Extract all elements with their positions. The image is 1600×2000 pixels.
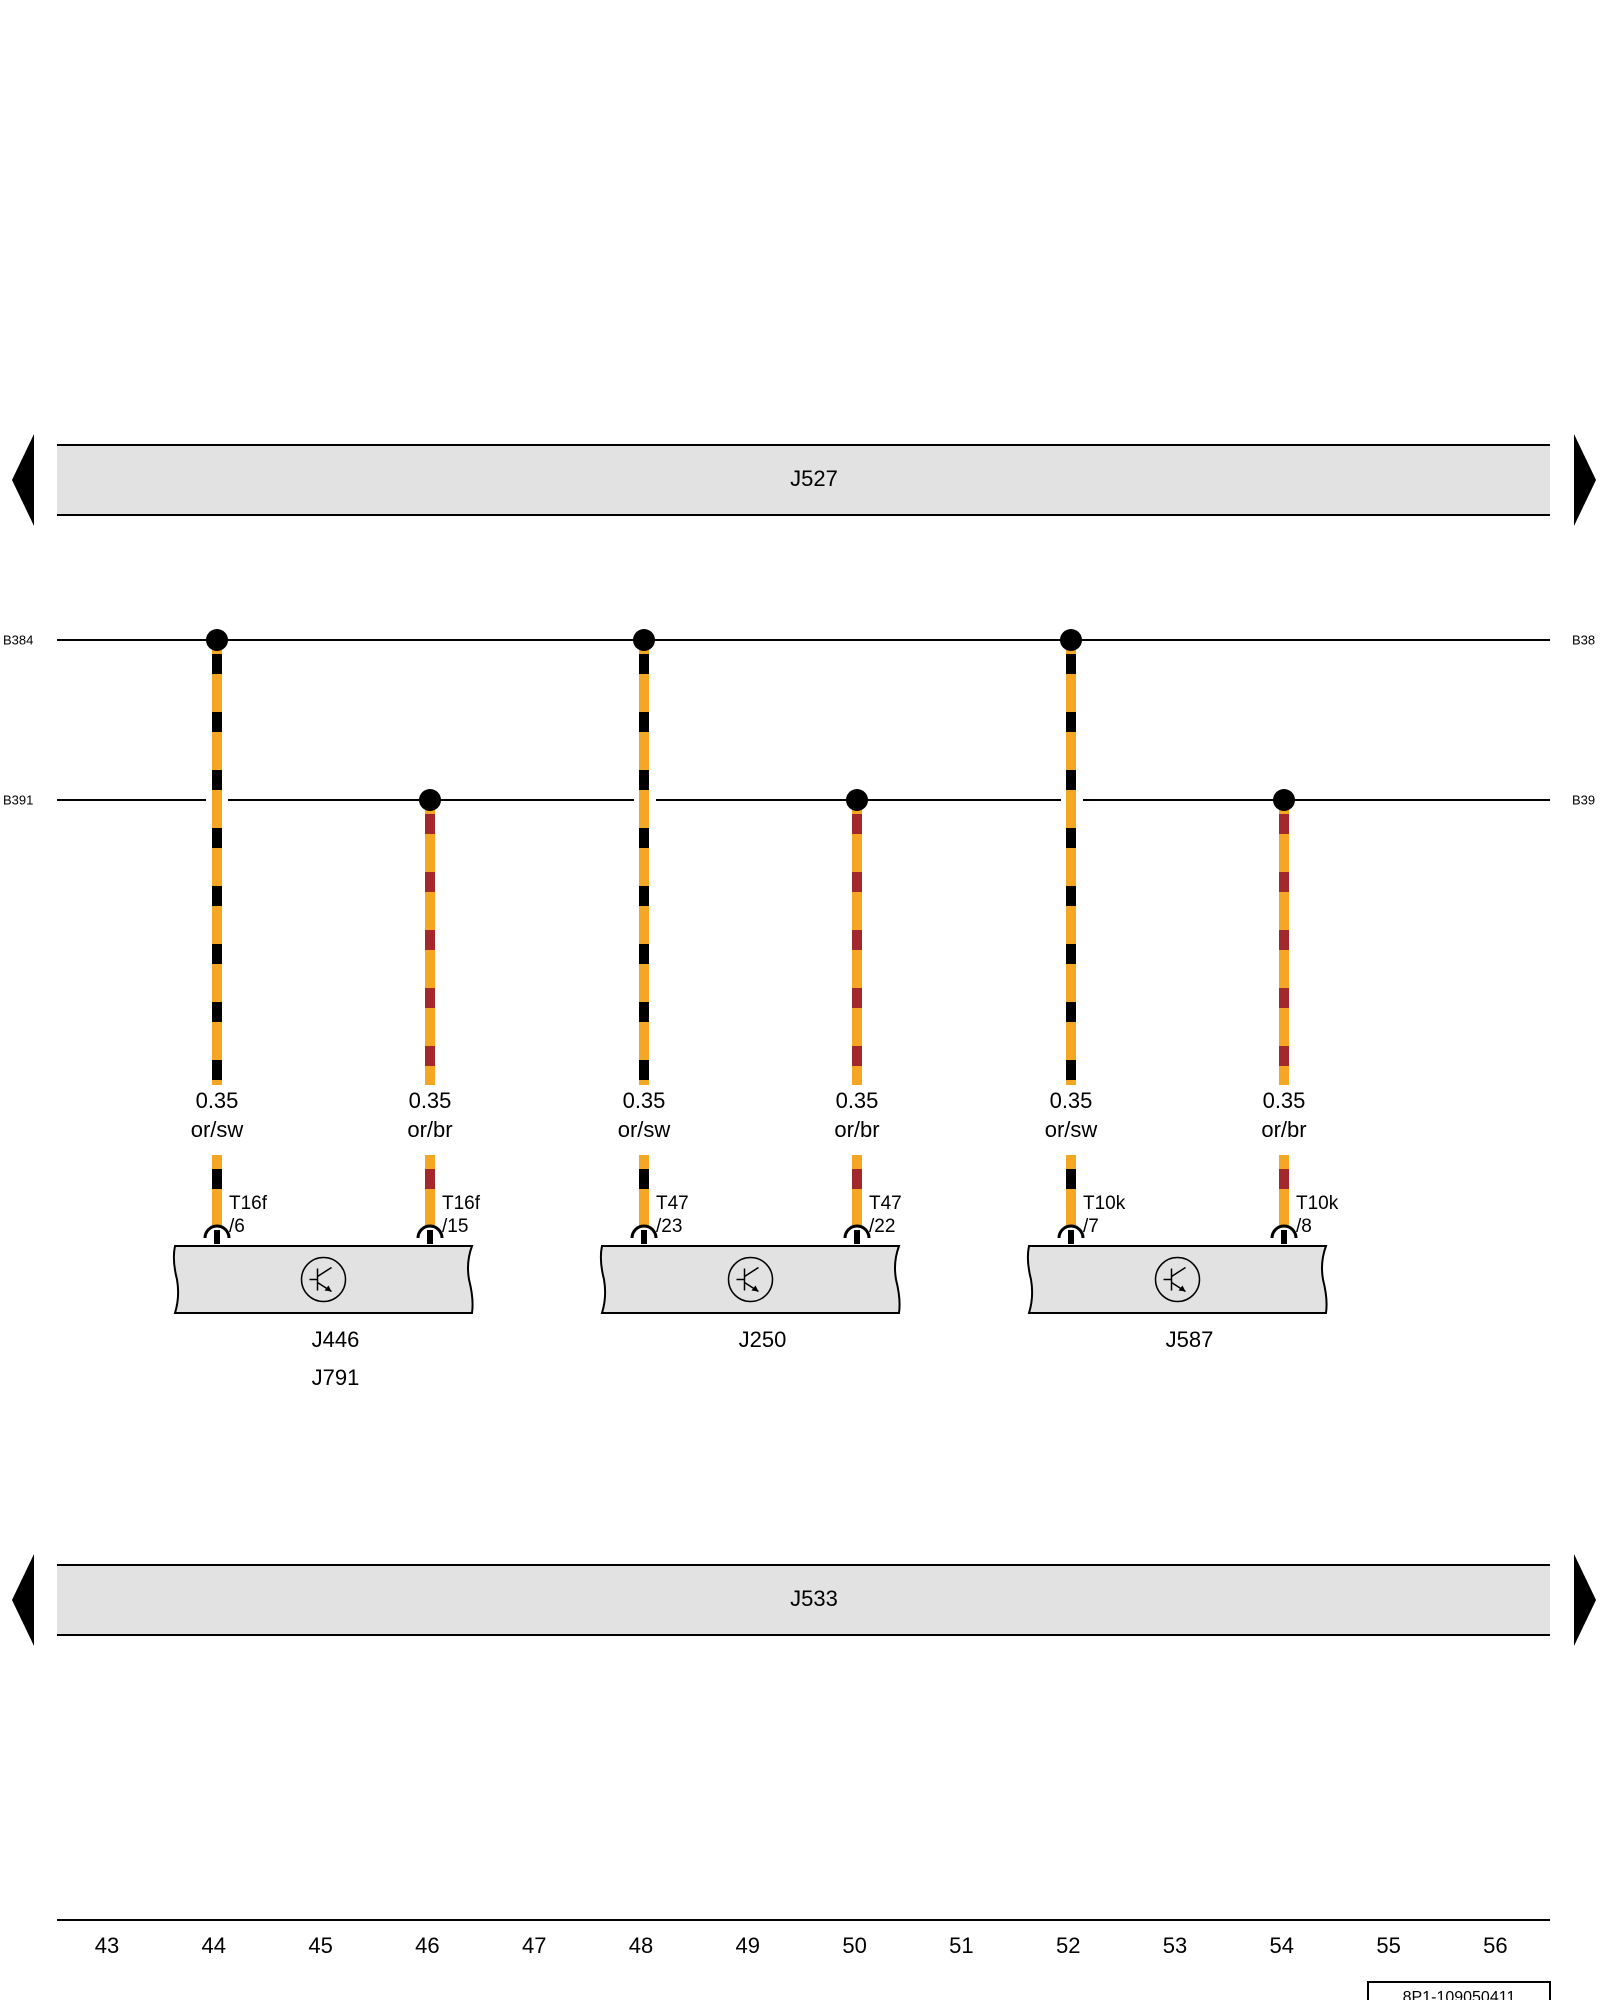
connector-pin-label: /22 [869, 1216, 895, 1237]
arrow-right-icon [1574, 1554, 1596, 1646]
wire-gauge-label: 0.35 [409, 1088, 452, 1113]
column-number: 53 [1163, 1933, 1187, 1958]
connector-pin-label: /7 [1083, 1216, 1099, 1237]
junction-dot [846, 789, 868, 811]
arrow-left-icon [12, 434, 34, 526]
wire-color-label: or/br [834, 1117, 879, 1142]
junction-dot [1060, 629, 1082, 651]
doc-number: 8P1-109050411 [1403, 1989, 1516, 2000]
junction-dot [206, 629, 228, 651]
wire-gauge-label: 0.35 [836, 1088, 879, 1113]
wire-gauge-label: 0.35 [196, 1088, 239, 1113]
line-b384-label-left: B384 [3, 632, 33, 647]
connector-label: T16f [442, 1193, 481, 1214]
module-label: J791 [312, 1365, 360, 1390]
transistor-icon [1154, 1256, 1201, 1303]
column-number: 55 [1376, 1933, 1400, 1958]
connector-label: T47 [869, 1193, 902, 1214]
control-module-box [1026, 1245, 1328, 1314]
wire-gauge-label: 0.35 [1050, 1088, 1093, 1113]
connector-terminal-icon [843, 1224, 871, 1244]
column-number: 50 [842, 1933, 866, 1958]
control-module-box [172, 1245, 474, 1314]
column-number: 47 [522, 1933, 546, 1958]
connector-label: T10k [1083, 1193, 1126, 1214]
line-b391: B391 B39 [3, 792, 1595, 807]
wire-color-label: or/sw [191, 1117, 244, 1142]
connector-label: T47 [656, 1193, 689, 1214]
control-module: J587 [1026, 1245, 1328, 1352]
connector-pin-label: /6 [229, 1216, 245, 1237]
control-module: J250 [599, 1245, 901, 1352]
column-number: 52 [1056, 1933, 1080, 1958]
bus-j527-label: J527 [790, 466, 838, 491]
bus-j533-label: J533 [790, 1586, 838, 1611]
line-b384: B384 B38 [3, 632, 1595, 647]
column-number: 44 [202, 1933, 226, 1958]
connector-terminal-icon [203, 1224, 231, 1244]
wire-color-label: or/sw [618, 1117, 671, 1142]
wire-color-label: or/sw [1045, 1117, 1098, 1142]
connector-label: T16f [229, 1193, 268, 1214]
bus-j527-panel [57, 445, 1550, 515]
module-label: J250 [739, 1327, 787, 1352]
connector-terminal-icon [416, 1224, 444, 1244]
control-module-box [599, 1245, 901, 1314]
column-number: 49 [736, 1933, 760, 1958]
transistor-icon [727, 1256, 774, 1303]
connector-pin-label: /15 [442, 1216, 468, 1237]
connector-terminal-icon [1057, 1224, 1085, 1244]
column-number: 45 [308, 1933, 332, 1958]
column-number: 54 [1270, 1933, 1294, 1958]
arrow-right-icon [1574, 434, 1596, 526]
doc-number-box: 8P1-109050411 [1367, 1981, 1551, 2000]
line-b384-label-right: B38 [1572, 632, 1595, 647]
column-scale: 43 44 45 46 47 48 49 50 51 52 53 54 55 56 [57, 1919, 1550, 1958]
connector-pin-label: /23 [656, 1216, 682, 1237]
module-label: J587 [1166, 1327, 1214, 1352]
connector-pin-label: /8 [1296, 1216, 1312, 1237]
line-b391-label-right: B39 [1572, 792, 1595, 807]
column-number: 56 [1483, 1933, 1507, 1958]
bus-j533-panel [57, 1565, 1550, 1635]
junction-dot [633, 629, 655, 651]
wire-gauge-label: 0.35 [1263, 1088, 1306, 1113]
connector-terminal-icon [1270, 1224, 1298, 1244]
connector-terminal-icon [630, 1224, 658, 1244]
junction-dot [1273, 789, 1295, 811]
wire-color-label: or/br [1261, 1117, 1306, 1142]
column-number: 51 [949, 1933, 973, 1958]
arrow-left-icon [12, 1554, 34, 1646]
line-b391-label-left: B391 [3, 792, 33, 807]
column-number: 46 [415, 1933, 439, 1958]
wire-gauge-label: 0.35 [623, 1088, 666, 1113]
module-label: J446 [312, 1327, 360, 1352]
column-number: 48 [629, 1933, 653, 1958]
wire-color-label: or/br [407, 1117, 452, 1142]
column-number: 43 [95, 1933, 119, 1958]
connector-label: T10k [1296, 1193, 1339, 1214]
junction-dot [419, 789, 441, 811]
bus-j533: J533 [12, 1554, 1596, 1646]
transistor-icon [300, 1256, 347, 1303]
bus-j527: J527 [12, 434, 1596, 526]
